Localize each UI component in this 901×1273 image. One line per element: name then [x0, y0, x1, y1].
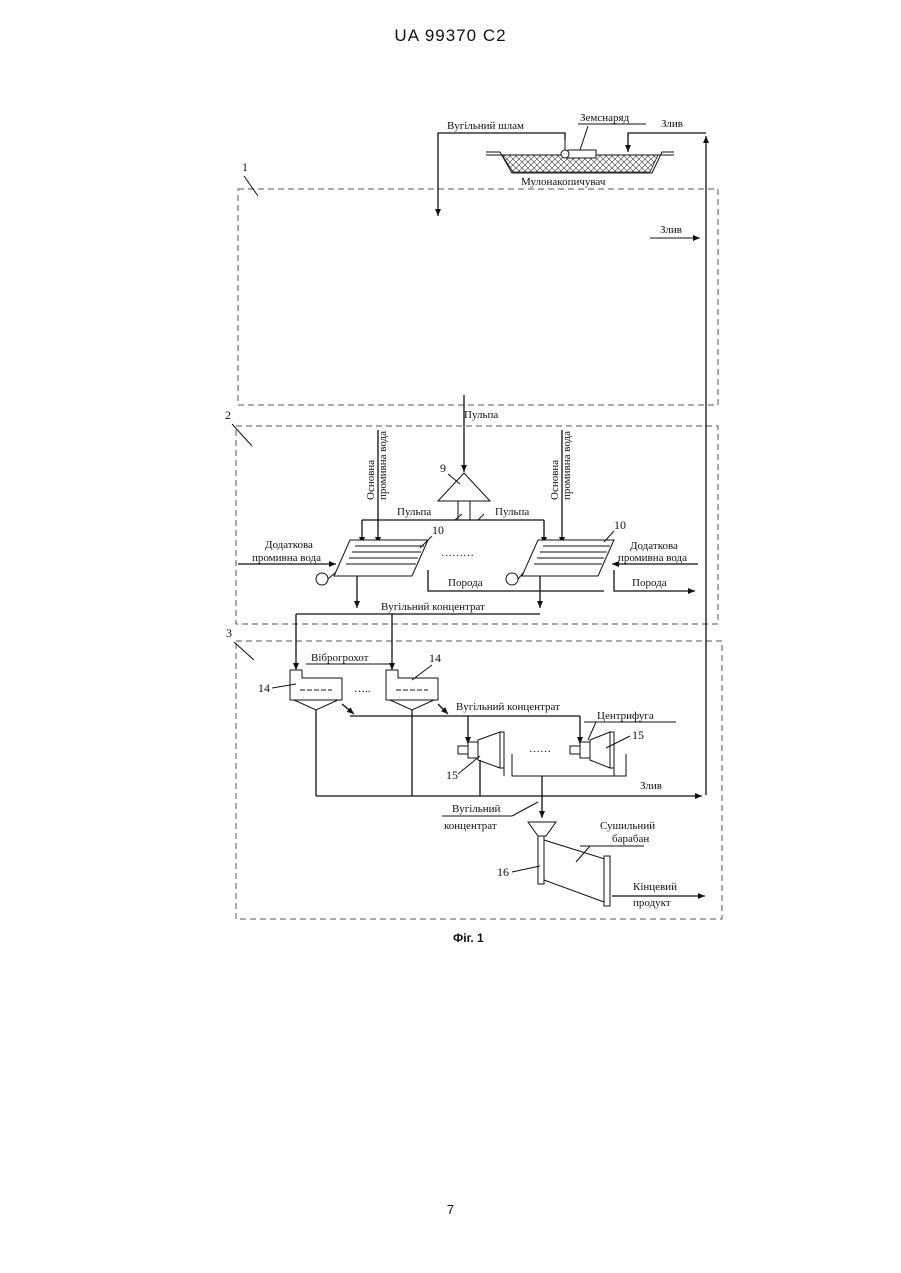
concentration-table-right	[506, 540, 614, 585]
vibro-screen-right	[386, 670, 438, 710]
extra-wash-left-2: промивна вода	[252, 552, 321, 564]
overflow-label-mid: Злив	[660, 224, 682, 236]
pulp-label-in: Пульпа	[464, 409, 498, 421]
dots-tables: ………	[441, 547, 474, 559]
stage-1-label: 1	[242, 160, 248, 174]
coal-slurry-flow-line	[438, 133, 565, 216]
overflow-return-line	[628, 133, 706, 152]
hydrocyclone-9	[438, 473, 490, 501]
dryer-label-1: Сушильний	[600, 820, 655, 832]
rock-label-left: Порода	[448, 577, 483, 589]
num-15-right: 15	[632, 728, 644, 742]
num-15-left: 15	[446, 768, 458, 782]
dots-centrifuges: ……	[529, 743, 551, 755]
coal-concentrate-label-1: Вугільний концентрат	[381, 601, 485, 613]
stage-1-boundary	[238, 189, 718, 405]
num-10-right: 10	[614, 518, 626, 532]
extra-wash-left-1: Додаткова	[265, 539, 313, 551]
overflow-label-bottom: Злив	[640, 780, 662, 792]
num-9: 9	[440, 461, 446, 475]
dryer-label-2: барабан	[612, 833, 649, 845]
coal-conc-dryer-1: Вугільний	[452, 803, 501, 815]
num-10-left: 10	[432, 523, 444, 537]
num-14-left: 14	[258, 681, 270, 695]
final-product-2: продукт	[633, 897, 671, 909]
extra-wash-right-2: промивна вода	[618, 552, 687, 564]
dredger-label: Земснаряд	[580, 112, 630, 124]
main-wash-right-1: Основна	[549, 460, 561, 500]
stage-2-label: 2	[225, 408, 231, 422]
num-16: 16	[497, 865, 509, 879]
extra-wash-right-1: Додаткова	[630, 540, 678, 552]
coal-conc-dryer-2: концентрат	[444, 820, 497, 832]
drying-drum	[528, 822, 610, 906]
rock-label-right: Порода	[632, 577, 667, 589]
coal-concentrate-label-2: Вугільний концентрат	[456, 701, 560, 713]
dredger	[561, 140, 596, 158]
stage-3-label: 3	[226, 626, 232, 640]
concentration-table-left	[316, 540, 428, 585]
centrifuge-right	[570, 732, 614, 768]
vibro-screen-label: Віброгрохот	[311, 652, 369, 664]
main-wash-right-2: промивна вода	[561, 431, 573, 500]
pulp-label-left: Пульпа	[397, 506, 431, 518]
num-14-right: 14	[429, 651, 441, 665]
overflow-label-top: Злив	[661, 118, 683, 130]
centrifuge-left	[458, 732, 504, 768]
slurry-pond-label: Мулонакопичувач	[521, 176, 606, 188]
vibro-screen-left	[290, 670, 342, 710]
main-wash-left-1: Основна	[365, 460, 377, 500]
centrifuge-label: Центрифуга	[597, 710, 654, 722]
figure-caption: Фіг. 1	[453, 931, 484, 945]
final-product-1: Кінцевий	[633, 881, 677, 893]
pulp-label-right: Пульпа	[495, 506, 529, 518]
dots-screens: …..	[354, 683, 371, 695]
page-number: 7	[0, 1202, 901, 1217]
main-wash-left-2: промивна вода	[377, 431, 389, 500]
coal-slurry-label: Вугільний шлам	[447, 120, 524, 132]
stage-2-boundary	[236, 426, 718, 624]
